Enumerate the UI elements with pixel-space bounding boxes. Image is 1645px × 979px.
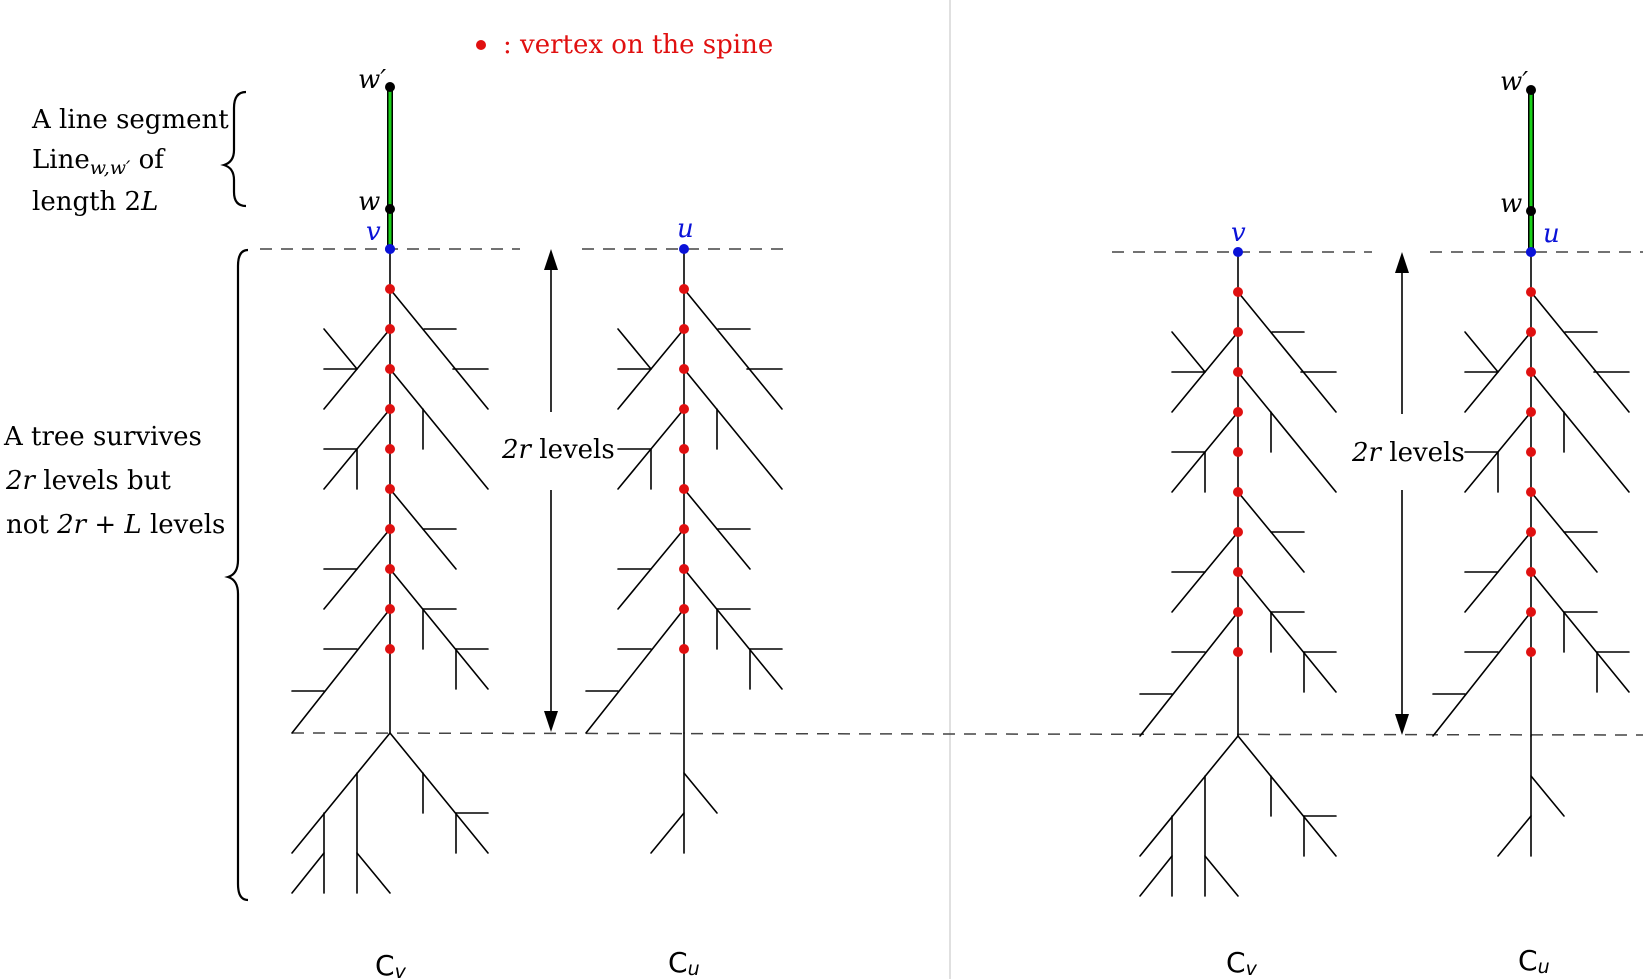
tree-label-line1: A tree survives [3,422,202,452]
legend-dot [476,40,486,50]
levels-label-right-tail: levels [1381,438,1465,468]
tree-cu-shape [586,244,782,853]
levels-arrow-left-up-head [544,249,558,270]
line-segment-label-line3: length 2L [32,187,158,217]
label-v-right: v [1231,218,1246,248]
levels-label-left: 2r levels [501,435,615,465]
levels-label-right: 2r levels [1351,438,1465,468]
cu-left-main: C [668,946,688,979]
label-u-left: u [677,214,694,244]
label-w-right: w [1500,189,1522,219]
tree-cu-right [1433,247,1629,856]
cv-right-main: C [1226,946,1246,979]
cv-right-sub: v [1246,958,1258,979]
vertex-w-left [385,204,395,214]
tree-cv-shape [292,244,488,893]
levels-arrow-left: 2r levels [501,249,615,732]
line-segment-left [385,82,395,254]
label-v-left: v [366,217,381,247]
tree-label-3-math: 2r + L [56,510,142,540]
line-segment-label-line1: A line segment [31,105,229,135]
line-label-sub: w,w′ [90,157,131,179]
tree-annotation: A tree survives 2r levels but not 2r + L… [3,248,249,902]
line-label-tail: of [130,145,166,175]
tree-cu-shape-right [1433,247,1629,856]
tree-brace [224,248,249,902]
label-w-prime-right: w′ [1500,67,1528,97]
length-label-math: L [140,187,158,217]
cu-right-sub: u [1538,956,1550,978]
levels-arrow-right-down-head [1395,714,1409,735]
vertex-v-left [385,244,395,254]
vertex-labels: w′ w v u v w′ w u [358,65,1560,249]
levels-label-left-math: 2r [501,435,533,465]
tree-label-3-tail: levels [142,510,226,540]
component-label-cv-left: Cv [375,949,407,979]
line-segment-annotation: A line segment Linew,w′ of length 2L [31,90,247,217]
tree-label-2-tail: levels but [35,466,171,496]
label-w-left: w [358,187,380,217]
cu-right-main: C [1518,944,1538,977]
component-label-cv-right: Cv [1226,946,1258,979]
levels-arrow-left-down-head [544,711,558,732]
length-label-pre: length 2 [32,187,141,217]
vertex-u-right [1526,247,1536,257]
levels-label-right-math: 2r [1351,438,1383,468]
component-label-cu-left: Cu [668,946,700,979]
component-labels: Cv Cu Cv Cu [375,944,1550,979]
tree-label-line3: not 2r + L levels [6,510,225,540]
bottom-level-line [291,732,1644,736]
level-lines [260,248,1644,736]
legend: : vertex on the spine [476,30,773,60]
tree-label-line2: 2r levels but [5,466,171,496]
tree-label-2r: 2r [5,466,37,496]
levels-arrow-right-up-head [1395,252,1409,273]
label-u-right: u [1543,219,1560,249]
cv-left-sub: v [395,961,407,979]
levels-arrow-right: 2r levels [1351,252,1465,735]
tree-cv-left [292,244,488,893]
cu-left-sub: u [688,958,700,979]
line-segment-right [1526,85,1536,257]
tree-cv-shape-right [1140,247,1336,896]
line-segment-label-line2: Linew,w′ of [32,145,166,179]
line-segment-brace [220,90,247,208]
vertex-w-right [1526,206,1536,216]
levels-label-left-tail: levels [531,435,615,465]
vertex-w-prime-right [1526,85,1536,95]
label-w-prime-left: w′ [358,65,386,95]
tree-cu-left [586,244,782,853]
tree-label-3-pre: not [6,510,57,540]
tree-cv-right [1140,247,1336,896]
legend-text: : vertex on the spine [503,30,773,60]
line-label-main: Line [32,145,90,175]
cv-left-main: C [375,949,395,979]
component-label-cu-right: Cu [1518,944,1550,978]
vertex-w-prime-left [385,82,395,92]
